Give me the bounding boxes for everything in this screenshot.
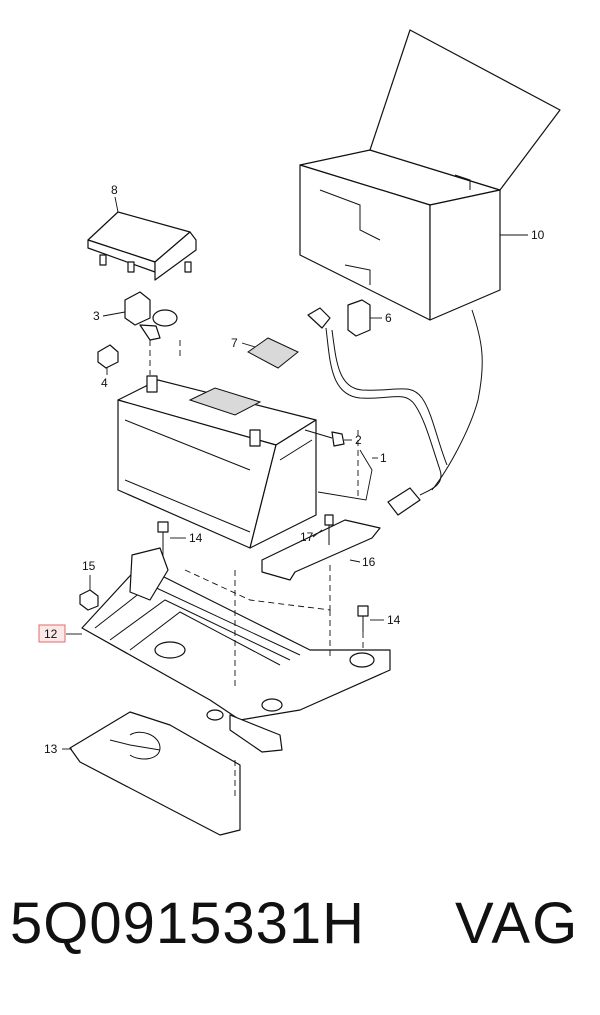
- callout-12: 12: [44, 627, 58, 641]
- footer: 5Q0915331H VAG: [0, 890, 600, 990]
- terminal-clamp-part-3: [102, 291, 181, 375]
- ground-cable: [307, 307, 483, 516]
- bolt-part-2: [304, 429, 352, 447]
- callout-13: 13: [44, 742, 58, 756]
- callout-15: 15: [82, 559, 96, 573]
- callout-4: 4: [101, 376, 108, 390]
- callout-7: 7: [231, 336, 238, 350]
- nut-part-4: [97, 344, 119, 375]
- callout-12-highlight: [38, 624, 66, 643]
- label-part-7: [241, 337, 299, 369]
- terminal-cover-part-8: [87, 196, 197, 281]
- heat-shield-part-13: [62, 711, 241, 836]
- callout-6: 6: [385, 311, 392, 325]
- exploded-parts-diagram: 8 3 4 7 6 10 2 1 14 17 16 15 14 12 13: [38, 29, 561, 836]
- part-number: 5Q0915331H: [10, 891, 366, 956]
- nut-part-15: [79, 575, 99, 611]
- cap-part-6: [347, 299, 382, 337]
- brand-label: VAG: [455, 891, 580, 956]
- callout-16: 16: [362, 555, 376, 569]
- bolt-part-14-lower: [357, 605, 384, 655]
- callout-8: 8: [111, 183, 118, 197]
- callout-3: 3: [93, 309, 100, 323]
- bracket-part-16: [261, 519, 381, 610]
- bolt-part-17: [312, 514, 334, 545]
- callout-14-upper: 14: [189, 531, 203, 545]
- callout-2: 2: [355, 433, 362, 447]
- callout-1: 1: [380, 451, 387, 465]
- callout-10: 10: [531, 228, 545, 242]
- battery-box-part-10: [299, 29, 561, 321]
- callout-17: 17: [300, 530, 314, 544]
- callout-14-lower: 14: [387, 613, 401, 627]
- battery-part-1: [117, 375, 378, 549]
- battery-tray-part-12: [66, 547, 391, 753]
